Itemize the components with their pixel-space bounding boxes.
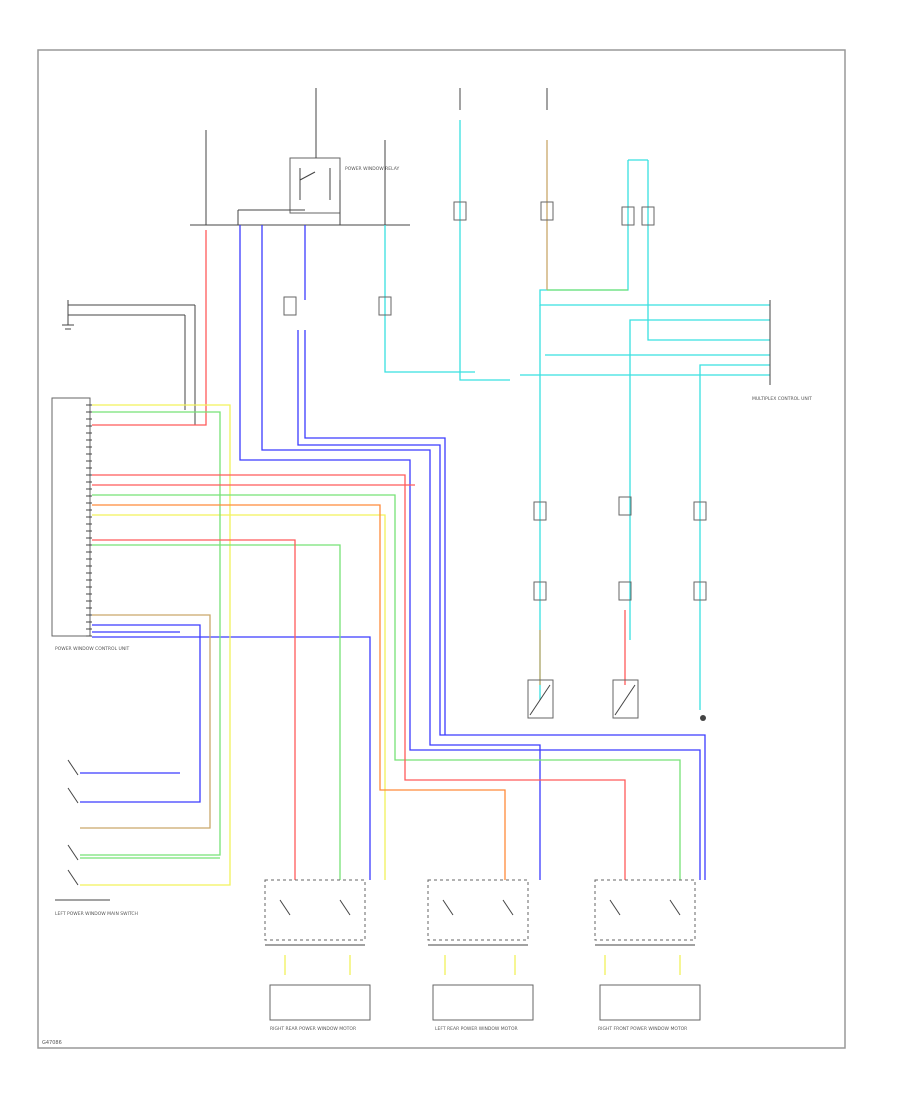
right-rear-actuator — [527, 679, 554, 719]
wire — [304, 330, 446, 735]
wire — [699, 364, 770, 710]
diagram-frame — [37, 49, 846, 1049]
wire — [92, 494, 681, 880]
left-rear-actuator — [612, 679, 639, 719]
relay-label: POWER WINDOW RELAY — [345, 166, 399, 172]
left-power-window-main-switch — [55, 759, 110, 901]
connector-symbol — [453, 201, 467, 221]
wire — [384, 225, 475, 373]
footer-code: G47086 — [42, 1040, 62, 1046]
wire — [261, 225, 541, 880]
wire — [92, 624, 201, 630]
wire — [92, 544, 341, 880]
wire — [539, 160, 770, 306]
wire — [459, 120, 510, 381]
wire — [92, 504, 506, 880]
wire — [92, 636, 371, 880]
connector-symbol — [618, 581, 632, 601]
power-window-relay — [289, 95, 341, 225]
wire — [647, 160, 770, 341]
window-motor — [594, 879, 701, 1021]
wire — [239, 225, 701, 880]
wire — [92, 514, 386, 880]
connector-symbol — [641, 206, 655, 226]
connector-symbol — [618, 496, 632, 516]
connector-symbol — [533, 501, 547, 521]
main-switch-label: LEFT POWER WINDOW MAIN SWITCH — [55, 911, 138, 917]
wire — [92, 539, 296, 880]
wire — [80, 404, 231, 886]
wire — [80, 630, 201, 803]
wire — [297, 330, 706, 880]
control-unit-label: POWER WINDOW CONTROL UNIT — [55, 646, 130, 652]
connector-symbol — [283, 296, 297, 316]
wire — [92, 230, 207, 426]
wire — [80, 614, 211, 829]
lr-motor-label: LEFT REAR POWER WINDOW MOTOR — [435, 1026, 518, 1032]
power-window-control-unit — [51, 397, 92, 637]
wire — [629, 319, 770, 640]
wire — [92, 474, 626, 880]
connector-symbol — [621, 206, 635, 226]
rr-motor-label: RIGHT REAR POWER WINDOW MOTOR — [270, 1026, 356, 1032]
window-motors — [264, 879, 701, 1021]
connector-symbol — [533, 581, 547, 601]
wire — [80, 411, 221, 856]
rf-motor-label: RIGHT FRONT POWER WINDOW MOTOR — [598, 1026, 687, 1032]
ground-point-right — [700, 715, 706, 721]
switch-ground — [62, 300, 196, 425]
connector-symbol — [540, 201, 554, 221]
connector-symbol — [378, 296, 392, 316]
wire-harness — [80, 120, 770, 975]
connector-symbol — [693, 581, 707, 601]
connector-symbols — [283, 201, 707, 601]
multiplex-label: MULTIPLEX CONTROL UNIT — [752, 396, 812, 402]
window-motor — [264, 879, 371, 1021]
connector-symbol — [693, 501, 707, 521]
window-motor — [427, 879, 534, 1021]
